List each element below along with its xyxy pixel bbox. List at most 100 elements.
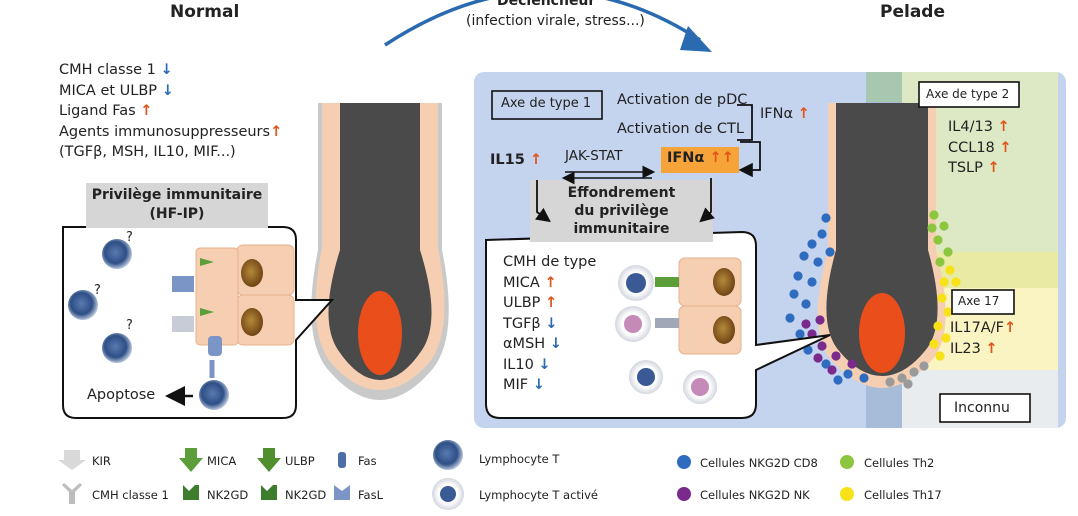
- infiltrate-cell: [939, 221, 949, 231]
- infiltrate-cell: [813, 257, 823, 267]
- legend-nk: Cellules NKG2D NK: [700, 488, 810, 502]
- list-item: MICA et ULBP ↓: [59, 82, 174, 99]
- list-item: IL17A/F↑: [950, 320, 1017, 336]
- jakstat-label: JAK-STAT: [565, 148, 623, 164]
- axis17-list: IL17A/F↑ IL23 ↑: [950, 318, 1016, 359]
- list-item: αMSH ↓: [503, 336, 562, 352]
- list-item: CMH de type: [503, 254, 597, 270]
- infiltrate-cell: [825, 247, 835, 257]
- infiltrate-cell: [929, 339, 939, 349]
- privilege-label: Privilège immunitaire (HF-IP): [91, 187, 263, 222]
- ifna-side-label: IFNα ↑: [760, 106, 810, 122]
- axis2-label: Axe de type 2: [926, 87, 1010, 101]
- infiltrate-cell: [939, 277, 949, 287]
- legend-icons: [58, 440, 854, 510]
- legend-mica: MICA: [207, 454, 237, 468]
- normal-follicle: [311, 103, 449, 400]
- legend-fasl: FasL: [358, 488, 384, 502]
- legend-cmh: CMH classe 1: [92, 488, 169, 502]
- infiltrate-cell: [897, 373, 907, 383]
- list-item: TGFβ ↓: [503, 315, 558, 332]
- privilege-banner: [86, 183, 268, 228]
- list-item: IL23 ↑: [950, 340, 998, 357]
- infiltrate-cell: [827, 365, 837, 375]
- infiltrate-cell: [937, 293, 947, 303]
- ifna-box-label: IFNα ↑↑: [667, 150, 734, 166]
- infiltrate-cell: [885, 377, 895, 387]
- infiltrate-cell: [807, 277, 817, 287]
- collapse-box: [530, 180, 713, 242]
- pdc-activation: Activation de pDC: [617, 92, 748, 108]
- infiltrate-cell: [831, 351, 841, 361]
- infiltrate-cell: [801, 299, 811, 309]
- unknown-label: Inconnu: [954, 400, 1010, 416]
- collapse-label: Effondrement du privilège immunitaire: [567, 185, 676, 237]
- infiltrate-cell: [903, 379, 913, 389]
- infiltrate-cell: [945, 265, 955, 275]
- infiltrate-cell: [843, 369, 853, 379]
- list-item: ULBP ↑: [503, 295, 558, 311]
- axis2-list: IL4/13 ↑ CCL18 ↑ TSLP ↑: [948, 117, 1012, 179]
- axis17-label: Axe 17: [958, 294, 1000, 308]
- legend-cd8: Cellules NKG2D CD8: [700, 456, 818, 470]
- list-item: MIF ↓: [503, 377, 545, 393]
- infiltrate-cell: [943, 247, 953, 257]
- infiltrate-cell: [927, 223, 937, 233]
- legend-th17: Cellules Th17: [864, 488, 942, 502]
- infiltrate-cell: [933, 321, 943, 331]
- infiltrate-cell: [799, 251, 809, 261]
- infiltrate-cell: [941, 333, 951, 343]
- list-item: (TGFβ, MSH, IL10, MIF...): [59, 144, 236, 160]
- infiltrate-cell: [929, 210, 939, 220]
- infiltrate-cell: [803, 345, 813, 355]
- legend-lymphocyte: Lymphocyte T: [479, 452, 560, 466]
- list-item: CCL18 ↑: [948, 139, 1012, 156]
- infiltrate-cell: [933, 235, 943, 245]
- infiltrate-cell: [847, 359, 857, 369]
- list-item: IL10 ↓: [503, 356, 551, 373]
- infiltrate-cell: [919, 361, 929, 371]
- infiltrate-cell: [801, 319, 811, 329]
- list-item: TSLP ↑: [948, 160, 1000, 176]
- infiltrate-cell: [821, 359, 831, 369]
- question-mark: ?: [94, 283, 101, 298]
- ifna-box: [661, 147, 739, 173]
- infiltrate-cell: [785, 313, 795, 323]
- list-item: Ligand Fas ↑: [59, 103, 153, 119]
- axis1-label: Axe de type 1: [501, 96, 592, 111]
- legend-nk2gd: NK2GD: [285, 488, 327, 502]
- legend-ulbp: ULBP: [285, 454, 315, 468]
- legend-fas: Fas: [358, 454, 377, 468]
- ctl-activation: Activation de CTL: [617, 121, 744, 137]
- pelade-features-list: CMH de type MICA ↑ ULBP ↑ TGFβ ↓ αMSH ↓ …: [503, 252, 596, 396]
- legend-nk2gd: NK2GD: [207, 488, 249, 502]
- infiltrate-cell: [813, 353, 823, 363]
- infiltrate-cell: [795, 329, 805, 339]
- list-item: Agents immunosuppresseurs↑: [59, 123, 283, 140]
- infiltrate-cell: [793, 271, 803, 281]
- infiltrate-cell: [815, 315, 825, 325]
- infiltrate-cell: [951, 277, 961, 287]
- infiltrate-cell: [817, 229, 827, 239]
- infiltrate-cell: [935, 257, 945, 267]
- normal-features-list: CMH classe 1 ↓ MICA et ULBP ↓ Ligand Fas…: [59, 60, 282, 163]
- trigger-subtitle: (infection virale, stress...): [466, 13, 645, 29]
- list-item: CMH classe 1 ↓: [59, 62, 173, 78]
- normal-title: Normal: [170, 2, 240, 22]
- infiltrate-cell: [935, 351, 945, 361]
- il15-label: IL15 ↑: [490, 152, 543, 168]
- pelade-title: Pelade: [880, 2, 945, 22]
- infiltrate-cell: [859, 373, 869, 383]
- legend-kir: KIR: [92, 454, 111, 468]
- trigger-title: Déclencheur: [497, 0, 596, 9]
- legend-th2: Cellules Th2: [864, 456, 935, 470]
- list-item: IL4/13 ↑: [948, 119, 1010, 135]
- infiltrate-cell: [789, 289, 799, 299]
- question-mark: ?: [126, 318, 133, 333]
- list-item: MICA ↑: [503, 274, 557, 291]
- apoptose-label: Apoptose: [87, 387, 156, 403]
- infiltrate-dots: [785, 210, 961, 389]
- legend-lymphocyte-active: Lymphocyte T activé: [479, 488, 598, 502]
- infiltrate-cell: [943, 307, 953, 317]
